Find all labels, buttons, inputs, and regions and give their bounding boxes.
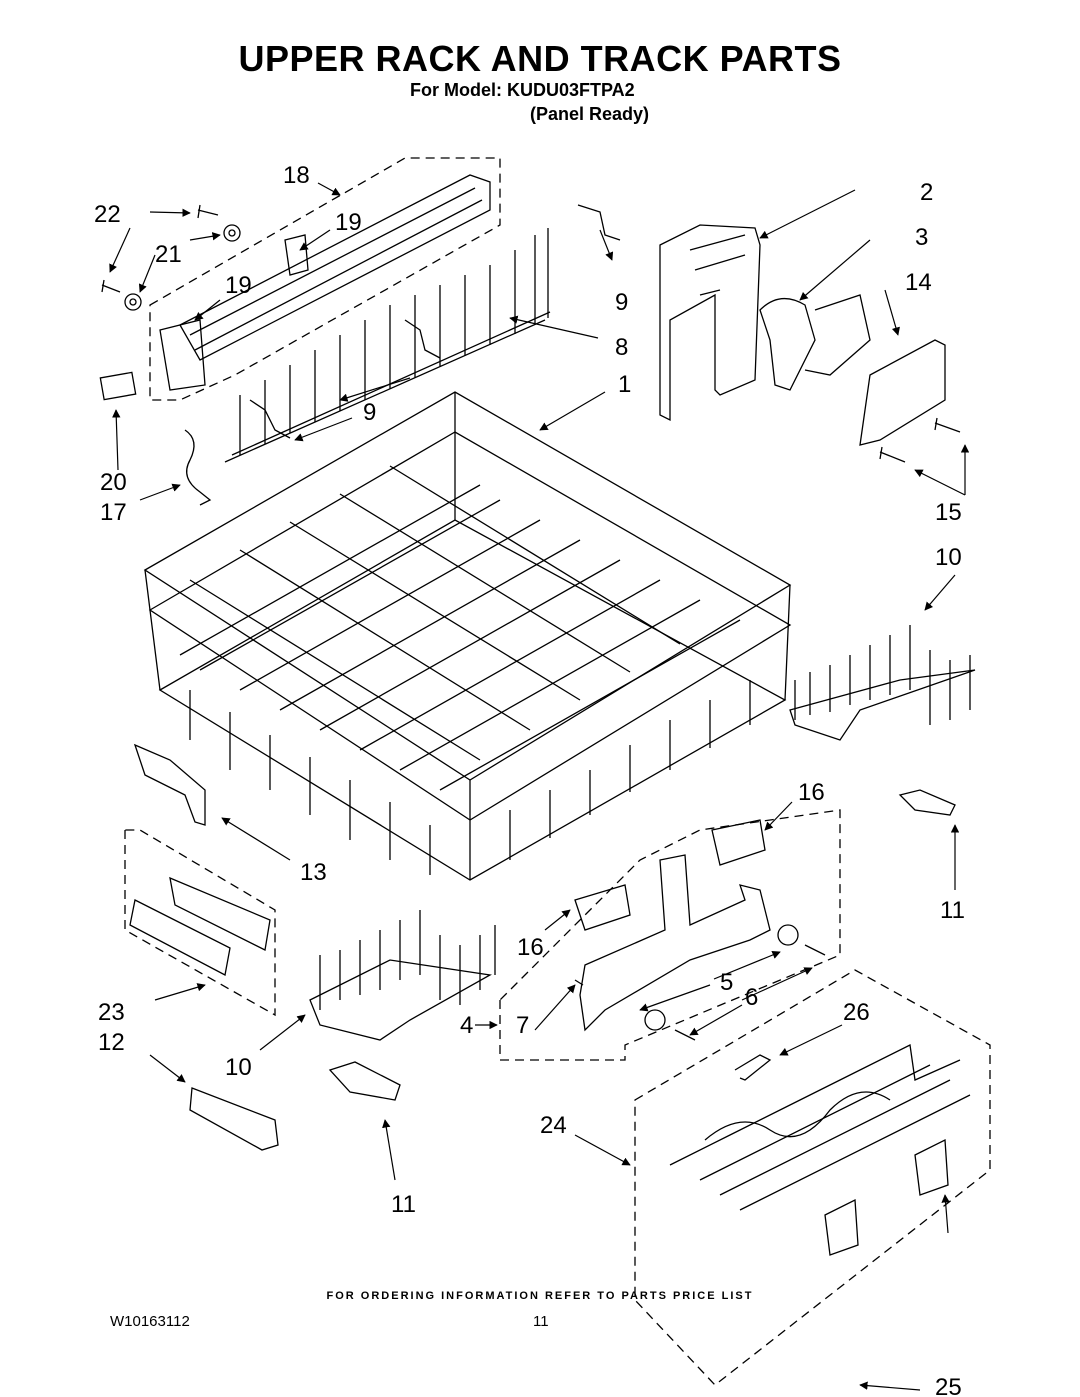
tine-rack-clip-right bbox=[898, 789, 956, 816]
rack-stop bbox=[99, 371, 137, 401]
rack-clip bbox=[133, 743, 206, 826]
callout-label: 14 bbox=[905, 269, 932, 296]
callout-label: 9 bbox=[363, 399, 376, 426]
page-title: UPPER RACK AND TRACK PARTS bbox=[238, 38, 842, 79]
rivet bbox=[574, 979, 584, 986]
callout-label: 15 bbox=[935, 499, 962, 526]
callout-label: 11 bbox=[391, 1191, 416, 1218]
adjuster-arm bbox=[804, 294, 871, 376]
axle bbox=[804, 944, 826, 956]
variant-line: (Panel Ready) bbox=[530, 104, 650, 124]
spring-clip bbox=[184, 429, 212, 506]
callout-label: 17 bbox=[100, 499, 127, 526]
callout-label: 4 bbox=[460, 1012, 473, 1039]
callout-label: 18 bbox=[283, 162, 310, 189]
tine-clip bbox=[574, 884, 631, 931]
callout-label: 7 bbox=[516, 1012, 529, 1039]
tine-hanger-mid bbox=[404, 319, 441, 359]
track-end-cap bbox=[914, 1138, 949, 1196]
wheel bbox=[644, 1009, 666, 1031]
callout-label: 23 bbox=[98, 999, 125, 1026]
callout-label: 11 bbox=[940, 897, 965, 924]
callout-label: 16 bbox=[798, 779, 825, 806]
tine-rack-left bbox=[309, 910, 496, 1041]
wire-assembly bbox=[704, 1091, 891, 1141]
callout-label: 2 bbox=[920, 179, 933, 206]
tine-holder-frame bbox=[579, 854, 771, 1032]
screws-washers bbox=[101, 204, 241, 311]
tine-hanger-top bbox=[577, 204, 621, 241]
tine-rack-clip-left bbox=[328, 1061, 401, 1101]
model-line: For Model: KUDU03FTPA2 bbox=[410, 80, 635, 100]
callout-label: 24 bbox=[540, 1112, 567, 1139]
cover-screw bbox=[934, 417, 961, 433]
upper-rack-basket bbox=[143, 391, 792, 881]
track-end-cap bbox=[824, 1198, 859, 1256]
clip-cover bbox=[129, 899, 231, 976]
adjuster-lever bbox=[759, 298, 816, 391]
callout-label: 21 bbox=[155, 241, 182, 268]
adjuster-housing bbox=[659, 224, 761, 422]
wire-handle bbox=[734, 1054, 772, 1081]
leader-lines bbox=[109, 182, 970, 1391]
wheel bbox=[777, 924, 799, 946]
tine-rack-right bbox=[789, 625, 976, 741]
callout-label: 1 bbox=[618, 371, 631, 398]
axle bbox=[674, 1029, 696, 1041]
callout-label: 6 bbox=[745, 984, 758, 1011]
track-rail bbox=[159, 174, 491, 391]
callout-label: 16 bbox=[517, 934, 544, 961]
callout-label: 10 bbox=[935, 544, 962, 571]
clip-cap bbox=[169, 876, 271, 951]
callout-label: 22 bbox=[94, 201, 121, 228]
clip-group-box bbox=[124, 829, 276, 1017]
callout-label: 19 bbox=[335, 209, 362, 236]
wire-assembly bbox=[669, 1044, 971, 1211]
callout-label: 12 bbox=[98, 1029, 125, 1056]
callout-label: 8 bbox=[615, 334, 628, 361]
callout-label: 26 bbox=[843, 999, 870, 1026]
callout-label: 5 bbox=[720, 969, 733, 996]
cover-screw bbox=[879, 446, 906, 463]
page-number: 11 bbox=[533, 1313, 549, 1330]
wire-assembly-box bbox=[634, 969, 991, 1386]
tine-hanger-low bbox=[249, 399, 291, 439]
callout-label: 13 bbox=[300, 859, 327, 886]
callout-label: 10 bbox=[225, 1054, 252, 1081]
adjuster-cover bbox=[859, 339, 946, 446]
callout-label: 19 bbox=[225, 272, 252, 299]
callout-label: 20 bbox=[100, 469, 127, 496]
callout-label: 9 bbox=[615, 289, 628, 316]
callout-labels: 18 22 19 21 19 2 3 14 9 8 1 9 20 17 15 1… bbox=[94, 162, 965, 1397]
callout-label: 3 bbox=[915, 224, 928, 251]
hinge-bracket bbox=[189, 1087, 279, 1151]
ordering-note: FOR ORDERING INFORMATION REFER TO PARTS … bbox=[326, 1290, 754, 1302]
tine-clip-group-box bbox=[499, 809, 841, 1061]
callout-label: 25 bbox=[935, 1374, 962, 1397]
document-number: W10163112 bbox=[110, 1313, 190, 1330]
tine-clip bbox=[711, 819, 766, 866]
track-group-box bbox=[149, 157, 501, 401]
